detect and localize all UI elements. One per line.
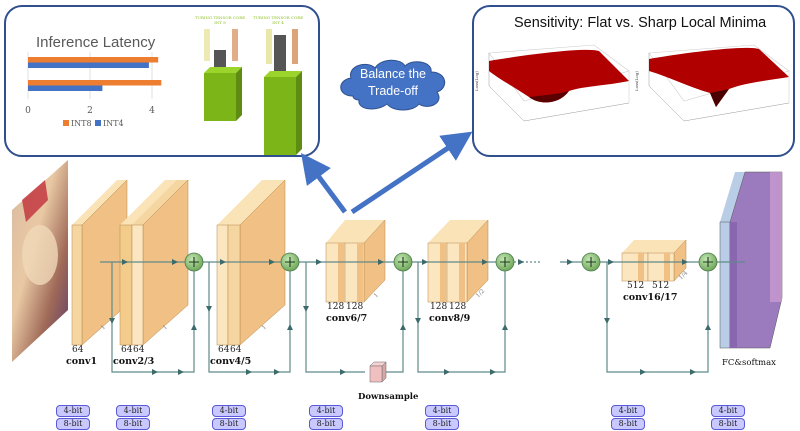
bar-int4-1 (28, 62, 149, 68)
sharp-minimum-plot: Loss(Log) (634, 44, 790, 122)
legend-label-int4: INT4 (103, 119, 124, 128)
add-node (280, 252, 300, 272)
conv16-17-label: conv16/17 (623, 292, 678, 303)
add-nodes (184, 252, 718, 272)
svg-text:1: 1 (372, 292, 380, 300)
svg-text:1: 1 (260, 324, 268, 332)
bar-int4-2 (28, 85, 103, 91)
add-node (393, 252, 413, 272)
add-node (698, 252, 718, 272)
conv6-7-label: conv6/7 (326, 313, 368, 324)
add-node (495, 252, 515, 272)
add-node (581, 252, 601, 272)
flat-surface (489, 49, 629, 103)
bar-int8-1 (28, 57, 159, 63)
loss-surfaces: Loss(Log) Loss(Log) (474, 44, 790, 122)
conv6-7-channels-a: 128 (327, 302, 345, 312)
matrix-a-int8 (204, 29, 210, 61)
matrix-b-int8 (232, 29, 238, 61)
balance-tradeoff-cloud: Balance the Trade-off (333, 56, 453, 112)
chart-title: Inference Latency (36, 34, 156, 51)
badge-4bit-conv4-5[interactable]: 4-bit (212, 405, 246, 417)
badge-4bit-fc[interactable]: 4-bit (711, 405, 745, 417)
add-node (184, 252, 204, 272)
flat-minimum-plot: Loss(Log) (474, 44, 630, 122)
badge-8bit-conv8-9[interactable]: 8-bit (425, 418, 459, 430)
accumulator-int8 (214, 50, 226, 72)
sharp-surface (649, 47, 789, 107)
svg-text:1: 1 (161, 324, 169, 332)
cloud-shape (340, 59, 446, 111)
svg-text:1/4: 1/4 (677, 270, 689, 282)
scale-labels: 1 1 1 1 1/2 1/4 (99, 270, 689, 332)
conv1-channels: 64 (72, 345, 84, 355)
conv16-17-channels-b: 512 (652, 281, 670, 291)
conv2-3-channels-a: 64 (121, 345, 133, 355)
matrix-b-int4 (292, 29, 298, 64)
badge-8bit-conv2-3[interactable]: 8-bit (116, 418, 150, 430)
svg-text:1: 1 (99, 324, 107, 332)
svg-text:1/2: 1/2 (474, 288, 486, 300)
conv4-5-channels-b: 64 (230, 345, 242, 355)
accumulator-int4 (274, 35, 286, 71)
tensor-core-illustration: TURING TENSOR CORE INT 8 TURING TENSOR C… (195, 15, 303, 155)
legend-swatch-int4 (95, 120, 101, 126)
conv4-5-channels-a: 64 (218, 345, 230, 355)
svg-text:Loss(Log): Loss(Log) (634, 71, 639, 91)
conv1-label: conv1 (66, 356, 98, 367)
badge-8bit-conv6-7[interactable]: 8-bit (309, 418, 343, 430)
matrix-a-int4 (266, 29, 272, 64)
svg-text:Loss(Log): Loss(Log) (474, 71, 479, 91)
arrow-to-latency (301, 152, 348, 214)
badge-8bit-conv16-17[interactable]: 8-bit (611, 418, 645, 430)
downsample-label: Downsample (358, 392, 419, 402)
badge-4bit-conv6-7[interactable]: 4-bit (309, 405, 343, 417)
badge-4bit-conv1[interactable]: 4-bit (56, 405, 90, 417)
conv6-7-channels-b: 128 (346, 302, 364, 312)
x-tick-label: 4 (149, 106, 155, 116)
legend-label-int8: INT8 (71, 119, 92, 128)
bar-int8-2 (28, 80, 162, 86)
conv16-17-channels-a: 512 (627, 281, 645, 291)
sensitivity-panel: Sensitivity: Flat vs. Sharp Local Minima… (472, 5, 795, 157)
badge-4bit-conv8-9[interactable]: 4-bit (425, 405, 459, 417)
sensitivity-title: Sensitivity: Flat vs. Sharp Local Minima (514, 15, 767, 31)
cloud-text-line2: Trade-off (367, 84, 419, 98)
cloud-text-line1: Balance the (359, 67, 427, 81)
conv2-3-channels-b: 64 (133, 345, 145, 355)
svg-text:INT 4: INT 4 (272, 20, 284, 25)
legend-swatch-int8 (63, 120, 69, 126)
conv2-3-label: conv2/3 (113, 356, 155, 367)
badge-8bit-conv4-5[interactable]: 8-bit (212, 418, 246, 430)
tensor-block-int4 (264, 77, 296, 155)
conv8-9-channels-b: 128 (449, 302, 467, 312)
tensor-block-int8 (204, 73, 236, 121)
badge-8bit-fc[interactable]: 8-bit (711, 418, 745, 430)
arrow-to-sensitivity (350, 131, 473, 215)
skip-connections (111, 262, 709, 373)
layer-conv6-7 (325, 219, 386, 303)
conv8-9-label: conv8/9 (429, 313, 471, 324)
x-tick-label: 0 (25, 106, 31, 116)
layer-fc-softmax (719, 171, 783, 349)
fc-softmax-label: FC&softmax (722, 358, 776, 368)
layer-conv16-17 (621, 239, 687, 282)
conv8-9-channels-a: 128 (430, 302, 448, 312)
tensor-core-int4-label: TURING TENSOR CORE (253, 15, 303, 20)
badge-4bit-conv16-17[interactable]: 4-bit (611, 405, 645, 417)
badge-8bit-conv1[interactable]: 8-bit (56, 418, 90, 430)
downsample-block (369, 361, 387, 383)
conv4-5-label: conv4/5 (210, 356, 252, 367)
tensor-core-int8-label: TURING TENSOR CORE (195, 15, 245, 20)
x-tick-label: 2 (87, 106, 93, 116)
svg-text:INT 8: INT 8 (214, 20, 226, 25)
layer-conv8-9 (427, 219, 489, 303)
flow-arrowheads (109, 259, 711, 375)
badge-4bit-conv2-3[interactable]: 4-bit (116, 405, 150, 417)
